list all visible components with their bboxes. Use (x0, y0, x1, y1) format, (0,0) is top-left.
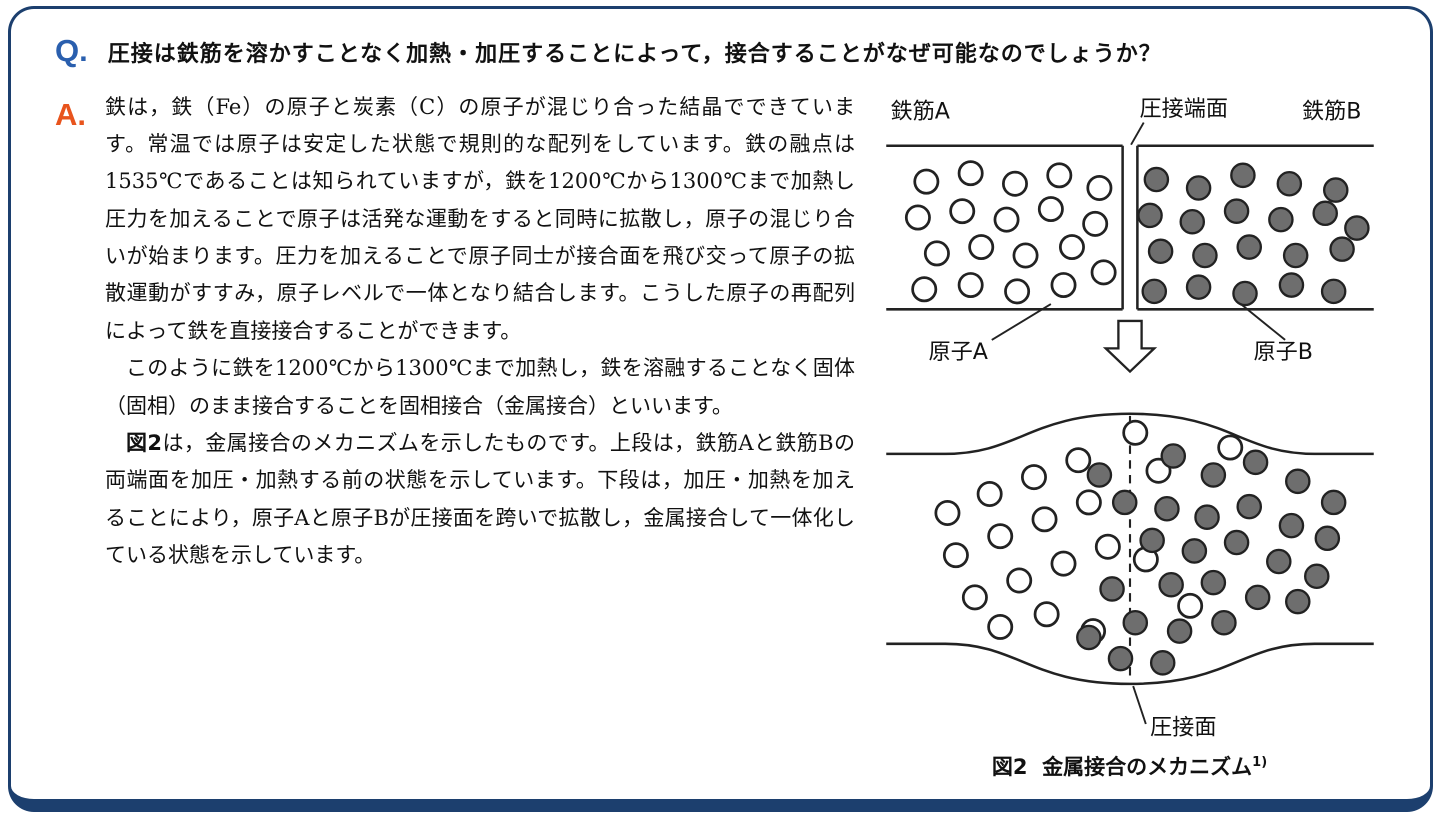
figure-caption-number: 図2 (991, 754, 1028, 779)
content-area: A. 鉄は，鉄（Fe）の原子と炭素（C）の原子が混じり合った結晶でできています。… (11, 69, 1430, 781)
atoms-a-group (904, 159, 1117, 304)
question-row: Q. 圧接は鉄筋を溶かすことなく加熱・加圧することによって，接合することがなぜ可… (11, 9, 1430, 69)
rebar-a-box (885, 144, 1124, 311)
answer-marker: A. (55, 96, 86, 132)
label-atom-b: 原子B (1253, 339, 1312, 365)
label-rebar-a: 鉄筋A (890, 98, 949, 124)
weld-end-face-pointer (1129, 121, 1145, 145)
figure-metal-bonding: 鉄筋A 圧接端面 鉄筋B (855, 89, 1404, 781)
answer-paragraph-2: このように鉄を1200℃から1300℃まで加熱し，鉄を溶融することなく固体（固相… (105, 356, 855, 418)
qa-card: Q. 圧接は鉄筋を溶かすことなく加熱・加圧することによって，接合することがなぜ可… (8, 6, 1433, 812)
label-atom-a: 原子A (928, 339, 987, 365)
answer-paragraph-3: 図2は，金属接合のメカニズムを示したものです。上段は，鉄筋Aと鉄筋Bの両端面を加… (105, 425, 855, 575)
rebar-b-box (1135, 144, 1374, 311)
question-marker: Q. (55, 33, 88, 68)
label-rebar-b: 鉄筋B (1301, 98, 1360, 124)
atoms-b-group (1136, 162, 1370, 306)
question-text: 圧接は鉄筋を溶かすことなく加熱・加圧することによって，接合することがなぜ可能なの… (107, 41, 1162, 66)
atom-b-pointer (1239, 302, 1286, 341)
atom-a-pointer (990, 302, 1051, 341)
answer-block: A. 鉄は，鉄（Fe）の原子と炭素（C）の原子が混じり合った結晶でできています。… (55, 89, 855, 781)
label-weld-face: 圧接面 (1150, 714, 1216, 740)
figure-reference: 図2 (126, 430, 163, 455)
figure-caption-reference: 1) (1252, 754, 1268, 770)
down-arrow-icon (1102, 319, 1157, 373)
mixed-atoms-group (933, 419, 1346, 676)
label-weld-end-face: 圧接端面 (1139, 96, 1228, 122)
figure-caption: 図2 金属接合のメカニズム1) (992, 751, 1267, 781)
metal-bonding-diagram: 鉄筋A 圧接端面 鉄筋B (885, 96, 1374, 740)
figure-caption-text: 金属接合のメカニズム (1042, 754, 1253, 779)
answer-paragraph-3-text: は，金属接合のメカニズムを示したものです。上段は，鉄筋Aと鉄筋Bの両端面を加圧・… (105, 430, 855, 568)
answer-paragraph-1: 鉄は，鉄（Fe）の原子と炭素（C）の原子が混じり合った結晶でできています。常温で… (105, 94, 855, 343)
bonded-region-outline (885, 412, 1374, 685)
weld-face-pointer (1131, 685, 1147, 724)
